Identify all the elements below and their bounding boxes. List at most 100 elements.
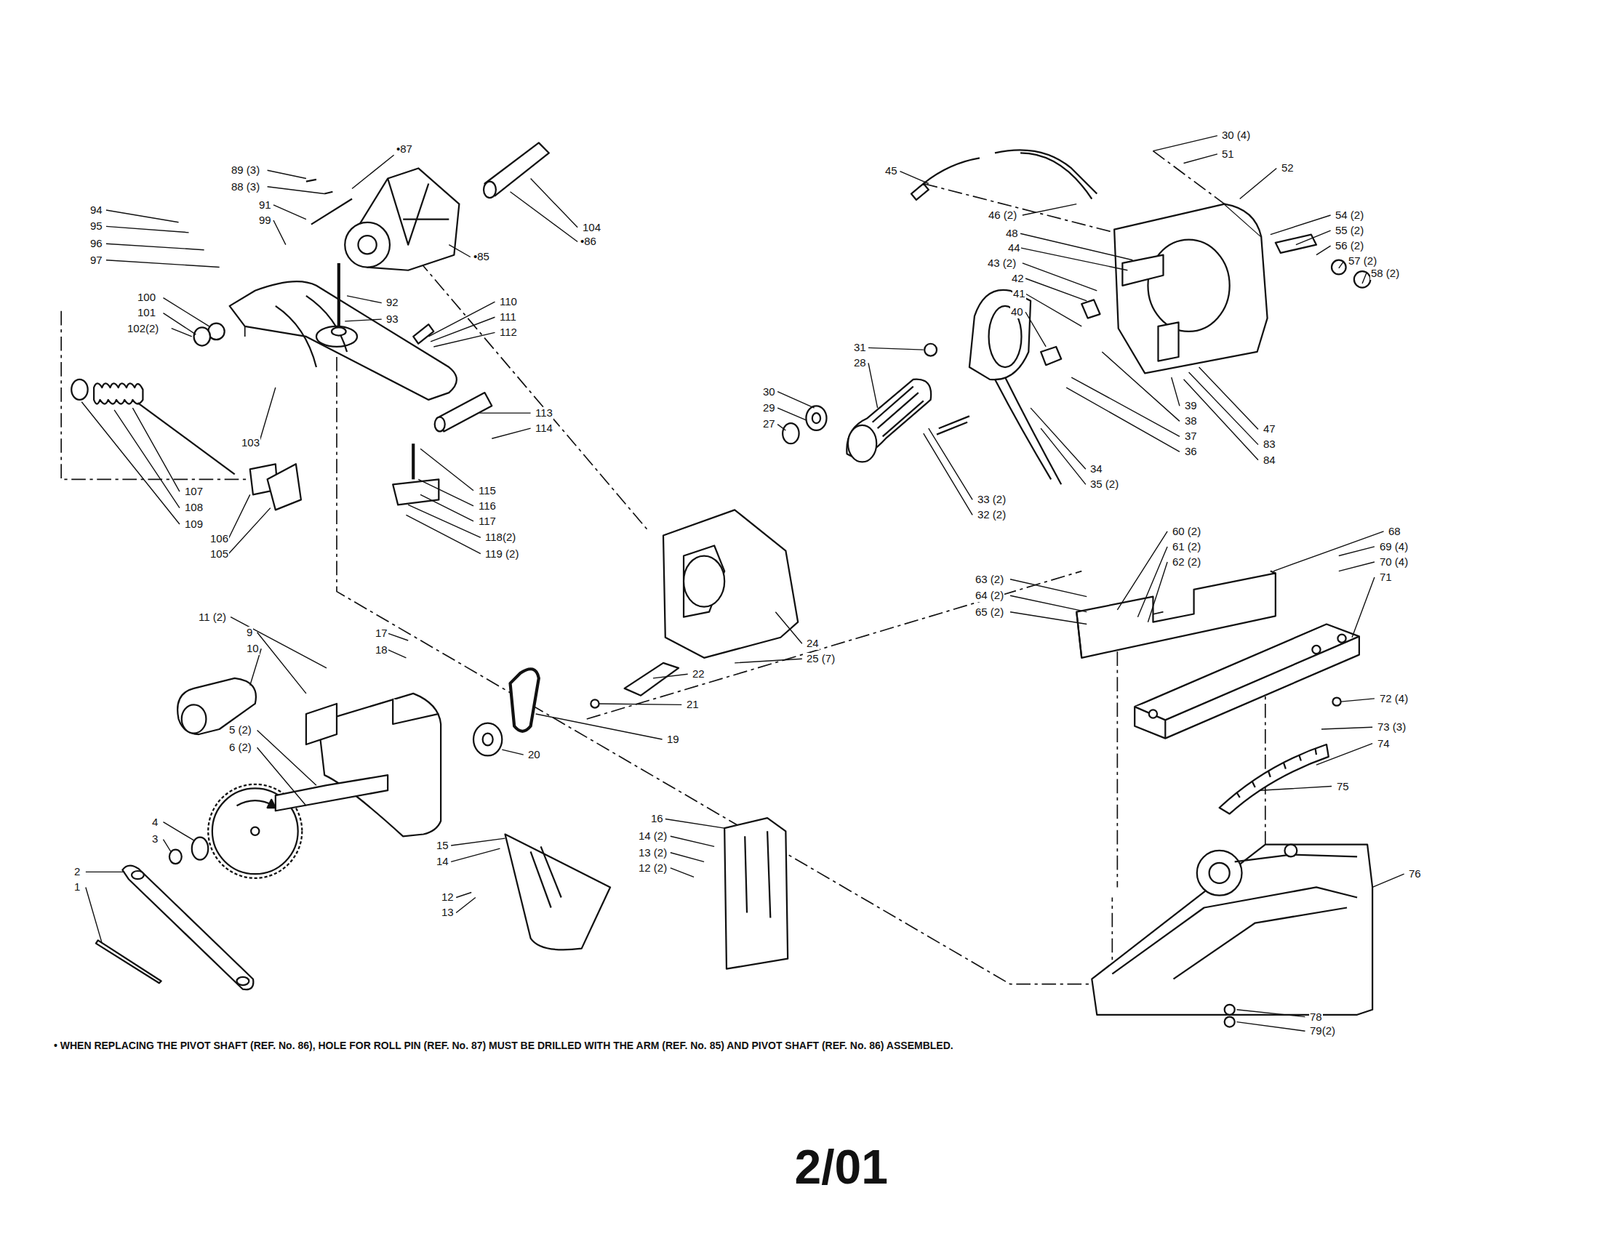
callout-number: 63 (2) [974, 573, 1005, 587]
callout-number: 83 [1262, 438, 1277, 451]
callout-number: •85 [472, 250, 491, 264]
callout-number: 30 [762, 386, 776, 399]
callout-number: 38 [1184, 415, 1198, 428]
callout-number: 76 [1408, 868, 1422, 881]
callout-number: 88 (3) [230, 181, 261, 194]
callout-number: 44 [1007, 242, 1022, 255]
callout-number: 14 [435, 856, 450, 869]
callout-number: 60 (2) [1171, 525, 1202, 539]
callout-number: 19 [666, 733, 680, 747]
callout-number: 22 [691, 668, 706, 681]
callout-number: 105 [209, 548, 230, 561]
callout-number: 25 (7) [805, 653, 836, 666]
callout-number: 51 [1221, 148, 1235, 161]
callout-number: 114 [534, 422, 554, 435]
callout-number: 27 [762, 418, 776, 431]
callout-number: 12 (2) [637, 862, 668, 875]
callout-number: 115 [477, 485, 497, 498]
callout-number: •87 [395, 143, 414, 156]
callout-number: 15 [435, 840, 450, 853]
callout-number: 68 [1387, 525, 1402, 539]
callout-number: 9 [245, 626, 254, 640]
callout-number: 78 [1309, 1011, 1323, 1024]
callout-number: 119 (2) [484, 548, 520, 561]
callout-number: 107 [184, 485, 204, 499]
callout-number: 103 [240, 437, 261, 450]
callout-number: •86 [579, 235, 598, 248]
callout-number: 100 [136, 291, 157, 304]
callout-number: 1 [73, 881, 81, 894]
callout-number: 109 [184, 518, 204, 531]
callout-number: 92 [385, 296, 400, 310]
callout-number: 56 (2) [1334, 240, 1365, 253]
callout-number: 84 [1262, 454, 1277, 467]
callout-number: 69 (4) [1378, 541, 1409, 554]
callout-number: 64 (2) [974, 589, 1005, 603]
callout-number: 75 [1336, 781, 1350, 794]
callout-number: 57 (2) [1347, 255, 1378, 268]
callout-number: 112 [498, 326, 518, 339]
callout-number: 73 (3) [1376, 721, 1407, 734]
callout-number: 118(2) [484, 531, 517, 544]
callout-number: 72 (4) [1378, 693, 1409, 706]
callout-number: 47 [1262, 423, 1277, 436]
callout-number: 14 (2) [637, 830, 668, 843]
callout-number: 33 (2) [976, 493, 1007, 507]
callout-number: 10 [245, 642, 260, 656]
callout-number: 16 [650, 813, 664, 826]
callout-number: 43 (2) [986, 257, 1017, 270]
callout-number: 62 (2) [1171, 556, 1202, 569]
callout-number: 65 (2) [974, 606, 1005, 619]
callout-number: 20 [527, 749, 542, 762]
callout-number: 96 [89, 237, 104, 251]
callout-number: 35 (2) [1089, 478, 1120, 491]
callout-number: 28 [853, 357, 867, 370]
callout-number: 91 [258, 199, 272, 212]
callout-number: 99 [258, 214, 272, 227]
callout-number: 110 [498, 296, 518, 309]
callout-number: 55 (2) [1334, 224, 1365, 238]
callout-number: 13 (2) [637, 847, 668, 860]
footnote: • WHEN REPLACING THE PIVOT SHAFT (REF. N… [53, 1038, 1022, 1054]
callout-number: 101 [136, 306, 157, 320]
callout-number: 34 [1089, 463, 1104, 476]
callout-number: 42 [1010, 272, 1025, 286]
callout-number: 6 (2) [228, 741, 253, 755]
callout-number: 71 [1378, 571, 1393, 584]
callout-number: 54 (2) [1334, 209, 1365, 222]
callout-number: 113 [534, 407, 554, 420]
callout-number: 93 [385, 313, 400, 326]
callout-number: 39 [1184, 400, 1198, 413]
page-code: 2/01 [794, 1141, 889, 1195]
callout-number: 48 [1005, 227, 1019, 240]
callout-number: 17 [374, 627, 389, 640]
callout-number: 32 (2) [976, 509, 1007, 522]
callout-number: 61 (2) [1171, 541, 1202, 554]
callout-number: 106 [209, 533, 230, 546]
callout-number: 58 (2) [1370, 267, 1400, 280]
callout-number: 70 (4) [1378, 556, 1409, 569]
callout-number: 18 [374, 644, 389, 657]
callout-number: 104 [581, 221, 602, 235]
callout-number: 74 [1376, 738, 1391, 751]
callout-number: 3 [151, 833, 159, 846]
callout-number: 102(2) [126, 322, 160, 336]
callout-number: 31 [853, 341, 867, 355]
callout-number: 46 (2) [987, 209, 1018, 222]
callout-number: 108 [184, 501, 204, 515]
callout-number: 21 [685, 698, 700, 712]
callout-number: 11 (2) [197, 611, 227, 624]
callout-number: 41 [1012, 288, 1027, 301]
callout-number: 45 [884, 165, 899, 178]
callout-number: 117 [477, 515, 497, 528]
callout-number: 2 [73, 866, 81, 879]
callout-number: 95 [89, 220, 104, 233]
callout-number: 5 (2) [228, 724, 253, 737]
callout-number: 116 [477, 500, 497, 513]
callout-number: 4 [151, 816, 159, 830]
callout-number: 94 [89, 204, 104, 217]
callout-number: 40 [1010, 306, 1024, 319]
callout-number: 30 (4) [1221, 129, 1251, 142]
callout-number: 89 (3) [230, 164, 261, 177]
callout-number: 97 [89, 254, 104, 267]
